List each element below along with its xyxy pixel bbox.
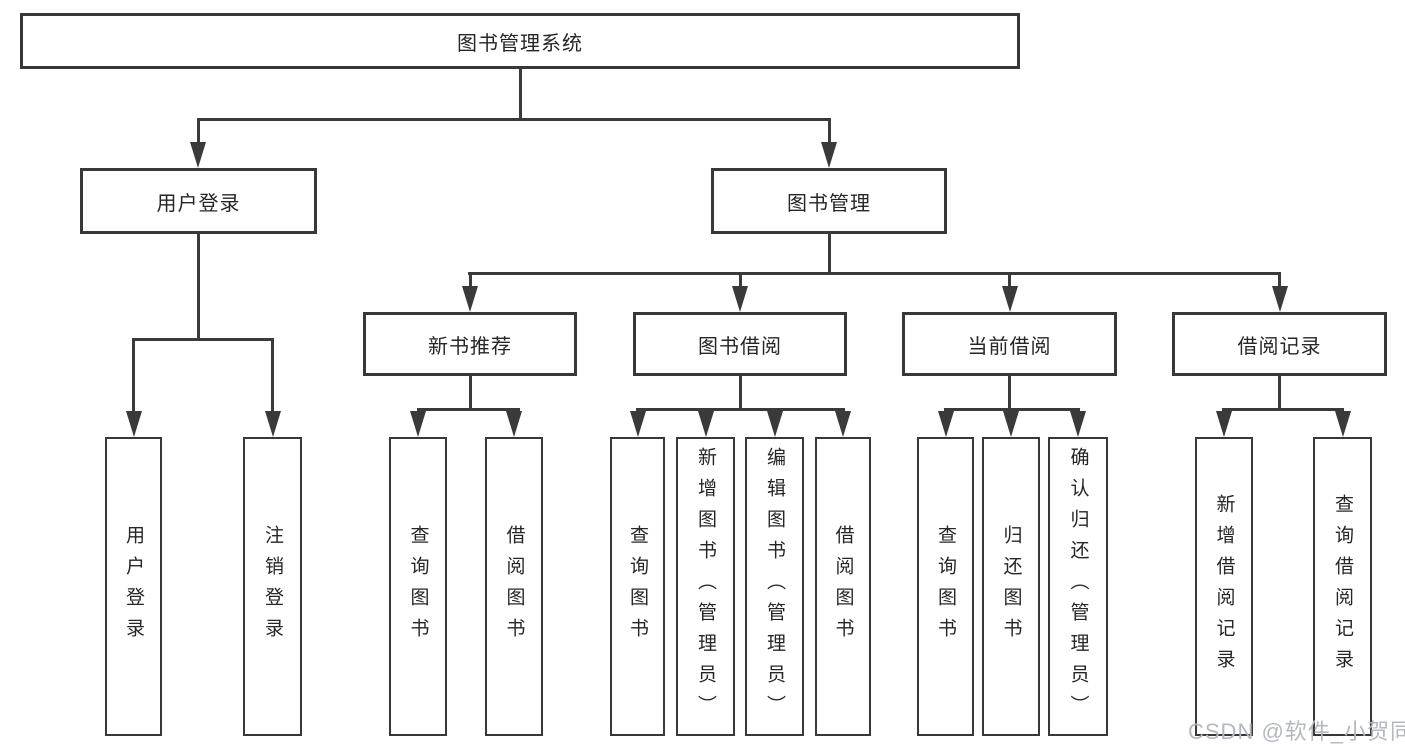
connector-line [468,272,1281,275]
arrowhead [265,411,281,437]
node-new-book-rec: 新书推荐 [363,312,577,376]
leaf-borrow-borrow: 借阅图书 [815,437,871,736]
leaf-current-return: 归还图书 [982,437,1040,736]
leaf-user-login: 用户登录 [105,437,162,736]
leaf-current-confirm: 确认归还（管理员） [1048,437,1108,736]
arrowhead [126,411,142,437]
connector-line [1008,376,1011,408]
connector-line [132,338,274,341]
connector-line [636,408,845,411]
connector-line [1278,376,1281,408]
connector-line [944,408,1080,411]
connector-line [828,234,831,272]
arrowhead [732,286,748,312]
node-borrow-record: 借阅记录 [1172,312,1387,376]
leaf-borrow-query: 查询图书 [610,437,665,736]
watermark: CSDN @软件_小贺同学 [1188,719,1405,744]
node-root: 图书管理系统 [20,13,1020,69]
connector-line [739,376,742,408]
arrowhead [698,411,714,437]
leaf-borrow-edit: 编辑图书（管理员） [745,437,804,736]
arrowhead [821,142,837,168]
connector-line [132,341,135,411]
arrowhead [1070,411,1086,437]
arrowhead [1002,286,1018,312]
leaf-record-add: 新增借阅记录 [1195,437,1253,736]
arrowhead [630,411,646,437]
connector-line [197,118,831,121]
connector-line [1008,275,1011,286]
arrowhead [1272,286,1288,312]
arrowhead [835,411,851,437]
arrowhead [462,286,478,312]
leaf-newbook-query: 查询图书 [389,437,447,736]
connector-line [469,376,472,408]
arrowhead [506,411,522,437]
connector-line [519,69,522,118]
leaf-record-query: 查询借阅记录 [1313,437,1372,736]
connector-line [739,275,742,286]
arrowhead [190,142,206,168]
connector-line [197,121,200,142]
arrowhead [410,411,426,437]
connector-line [828,121,831,142]
connector-line [417,408,520,411]
node-book-mgmt: 图书管理 [711,168,947,234]
leaf-current-query: 查询图书 [917,437,974,736]
leaf-logout: 注销登录 [243,437,302,736]
node-current-borrow: 当前借阅 [902,312,1117,376]
arrowhead [767,411,783,437]
connector-line [1222,408,1344,411]
leaf-borrow-add: 新增图书（管理员） [676,437,735,736]
node-user-login: 用户登录 [80,168,317,234]
connector-line [197,234,200,338]
arrowhead [1335,411,1351,437]
node-book-borrow: 图书借阅 [633,312,847,376]
arrowhead [938,411,954,437]
connector-line [271,341,274,411]
connector-line [469,275,472,286]
leaf-newbook-borrow: 借阅图书 [485,437,543,736]
connector-line [1278,275,1281,286]
arrowhead [1216,411,1232,437]
arrowhead [1003,411,1019,437]
